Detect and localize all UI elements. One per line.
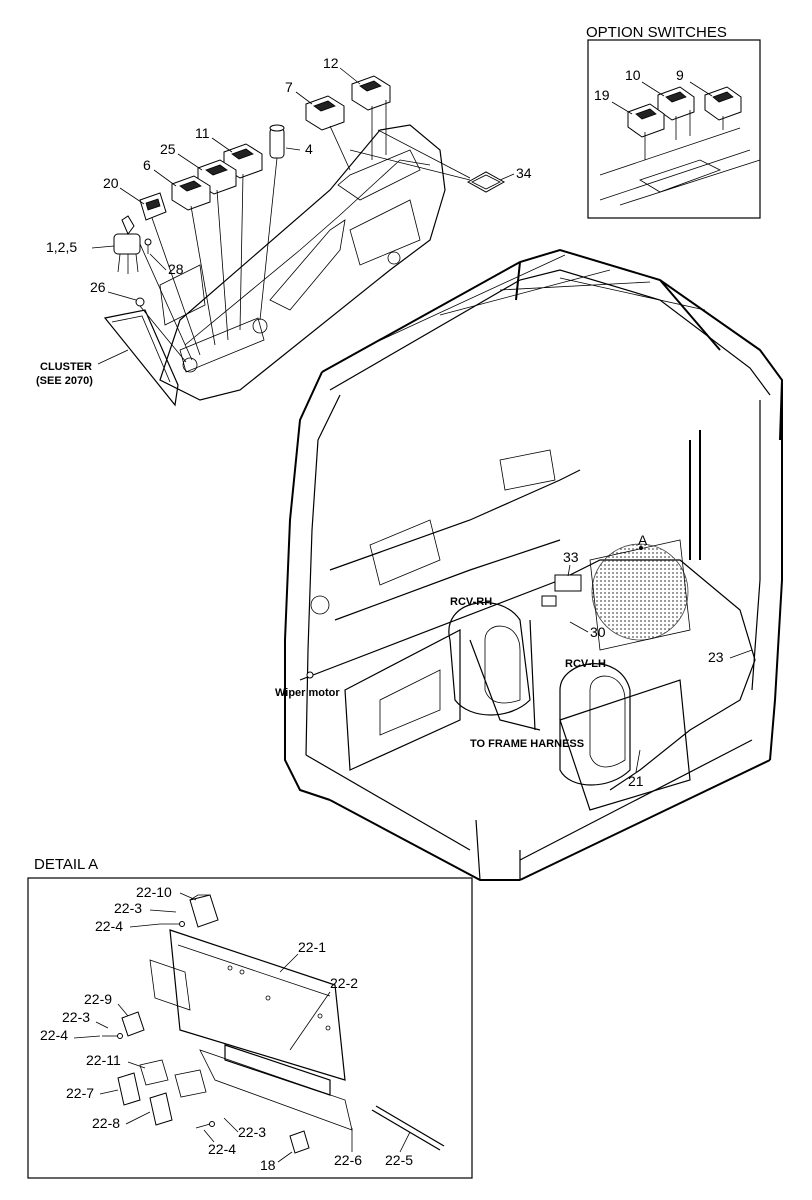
switch-7 — [305, 95, 351, 171]
relay-22-7 — [117, 1072, 141, 1106]
callout-26: 26 — [90, 279, 106, 295]
callout-21: 21 — [628, 773, 644, 789]
relay-22-9 — [121, 1011, 145, 1037]
lighter-4 — [259, 124, 285, 321]
callout-22-1: 22-1 — [298, 939, 326, 955]
callout-12: 12 — [323, 55, 339, 71]
callout-22-4-c: 22-4 — [208, 1141, 236, 1157]
callout-22-4-a: 22-4 — [95, 918, 123, 934]
callout-20: 20 — [103, 175, 119, 191]
callout-10: 10 — [625, 67, 641, 83]
option-switch-9 — [704, 86, 742, 130]
gasket-34 — [349, 129, 506, 193]
callout-22-2: 22-2 — [330, 975, 358, 991]
detail-a-title: DETAIL A — [34, 856, 98, 873]
screw-28 — [144, 238, 152, 254]
callout-22-3-a: 22-3 — [114, 900, 142, 916]
callout-22-3-c: 22-3 — [238, 1124, 266, 1140]
option-switch-10 — [657, 86, 695, 140]
callout-25: 25 — [160, 141, 176, 157]
callout-22-9: 22-9 — [84, 991, 112, 1007]
callout-9: 9 — [676, 67, 684, 83]
cab-structure: RCV-RH RCV-LH Wiper motor TO FRAME HARNE… — [275, 248, 784, 881]
callout-22-10: 22-10 — [136, 884, 172, 900]
callout-34: 34 — [516, 165, 532, 181]
rcv-lh-label: RCV-LH — [565, 658, 606, 670]
callout-22-11: 22-11 — [86, 1052, 121, 1068]
switch-6 — [171, 175, 216, 346]
callout-22-5: 22-5 — [385, 1152, 413, 1168]
callout-30: 30 — [590, 624, 606, 640]
rcv-rh-label: RCV-RH — [450, 596, 492, 608]
callout-4: 4 — [305, 141, 313, 157]
callout-18: 18 — [260, 1157, 276, 1173]
relay-22-8 — [149, 1092, 173, 1126]
bolt-26 — [135, 297, 187, 363]
switch-12 — [351, 75, 391, 160]
option-switch-19 — [627, 103, 665, 160]
cluster-label: CLUSTER — [40, 361, 92, 373]
cluster-see-label: (SEE 2070) — [36, 375, 93, 387]
callout-19: 19 — [594, 87, 610, 103]
callout-7: 7 — [285, 79, 293, 95]
option-switches-title: OPTION SWITCHES — [586, 24, 727, 41]
callout-6: 6 — [143, 157, 151, 173]
to-frame-harness-label: TO FRAME HARNESS — [470, 738, 584, 750]
relay-18 — [289, 1130, 310, 1154]
detail-a-marker: A — [638, 532, 648, 548]
relay-22-10 — [189, 894, 219, 928]
wiper-motor-label: Wiper motor — [275, 687, 340, 699]
callout-23: 23 — [708, 649, 724, 665]
callout-22-4-b: 22-4 — [40, 1027, 68, 1043]
callout-22-3-b: 22-3 — [62, 1009, 90, 1025]
switch-panel-assembly: 12 7 11 4 25 6 20 1,2,5 28 26 34 CLUSTER… — [36, 55, 532, 407]
callout-33: 33 — [563, 549, 579, 565]
key-switch-1-2-5 — [113, 215, 193, 361]
callout-22-7: 22-7 — [66, 1085, 94, 1101]
callout-1-2-5: 1,2,5 — [46, 239, 77, 255]
callout-11: 11 — [195, 125, 210, 141]
callout-28: 28 — [168, 261, 184, 277]
detail-a-panel: DETAIL A — [27, 856, 473, 1179]
option-switches-panel: OPTION SWITCHES 10 9 19 — [586, 24, 761, 219]
callout-22-8: 22-8 — [92, 1115, 120, 1131]
knob-20 — [139, 192, 201, 356]
callout-22-6: 22-6 — [334, 1152, 362, 1168]
